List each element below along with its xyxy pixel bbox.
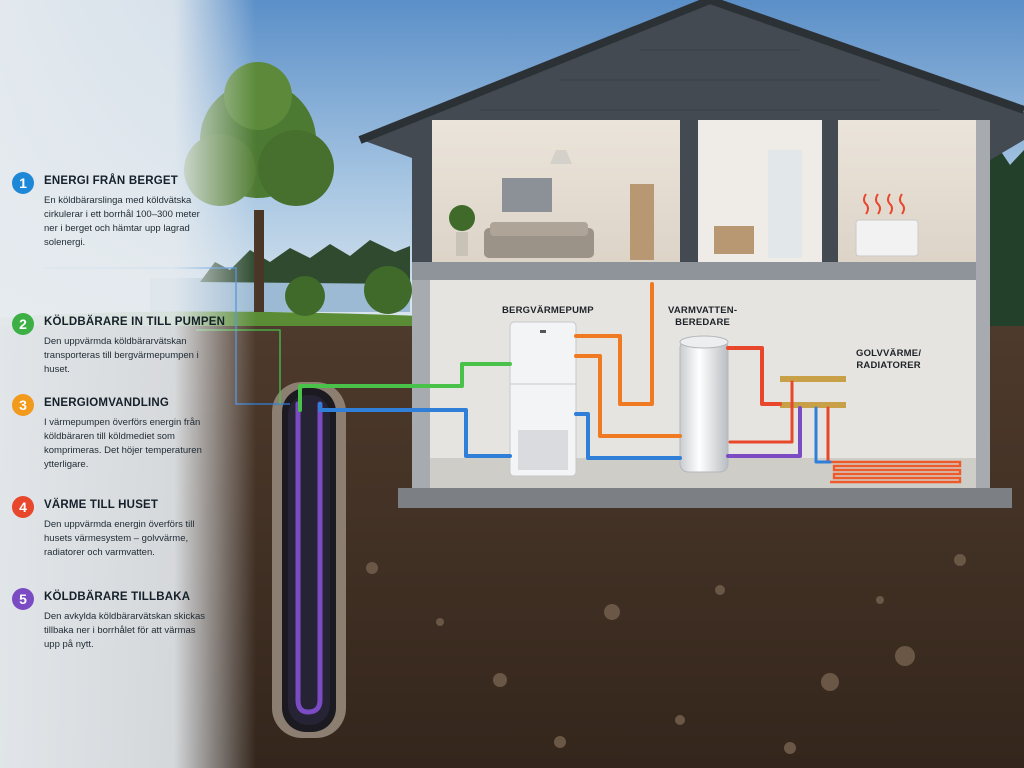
- step-title: ENERGIOMVANDLING: [44, 397, 170, 409]
- label-water-heater-line1: VARMVATTEN-: [668, 305, 738, 316]
- step-text: Den avkylda köldbärarvätskan skickas til…: [44, 611, 206, 650]
- step-title: VÄRME TILL HUSET: [44, 499, 159, 511]
- step-text: I värmepumpen överförs energin från köld…: [44, 417, 202, 470]
- step-number: 3: [12, 394, 34, 416]
- step-title: ENERGI FRÅN BERGET: [44, 175, 178, 187]
- label-floor-heating-line2: RADIATORER: [856, 360, 921, 371]
- label-heat-pump: BERGVÄRMEPUMP: [502, 305, 594, 316]
- step-number: 1: [12, 172, 34, 194]
- step-text: En köldbärarslinga med köldvätska cirkul…: [44, 195, 200, 248]
- step-text: Den uppvärmda energin överförs till huse…: [44, 519, 195, 558]
- step-number: 4: [12, 496, 34, 518]
- step-title: KÖLDBÄRARE IN TILL PUMPEN: [44, 316, 226, 328]
- label-water-heater-line2: BEREDARE: [675, 317, 731, 328]
- step-number: 2: [12, 313, 34, 335]
- step-text: Den uppvärmda köldbärarvätskan transport…: [44, 336, 199, 375]
- label-floor-heating-line1: GOLVVÄRME/: [856, 348, 922, 359]
- step-title: KÖLDBÄRARE TILLBAKA: [44, 591, 191, 603]
- step-number: 5: [12, 588, 34, 610]
- label-water-heater: VARMVATTEN- BEREDARE: [668, 305, 737, 329]
- label-floor-heating: GOLVVÄRME/ RADIATORER: [856, 348, 921, 372]
